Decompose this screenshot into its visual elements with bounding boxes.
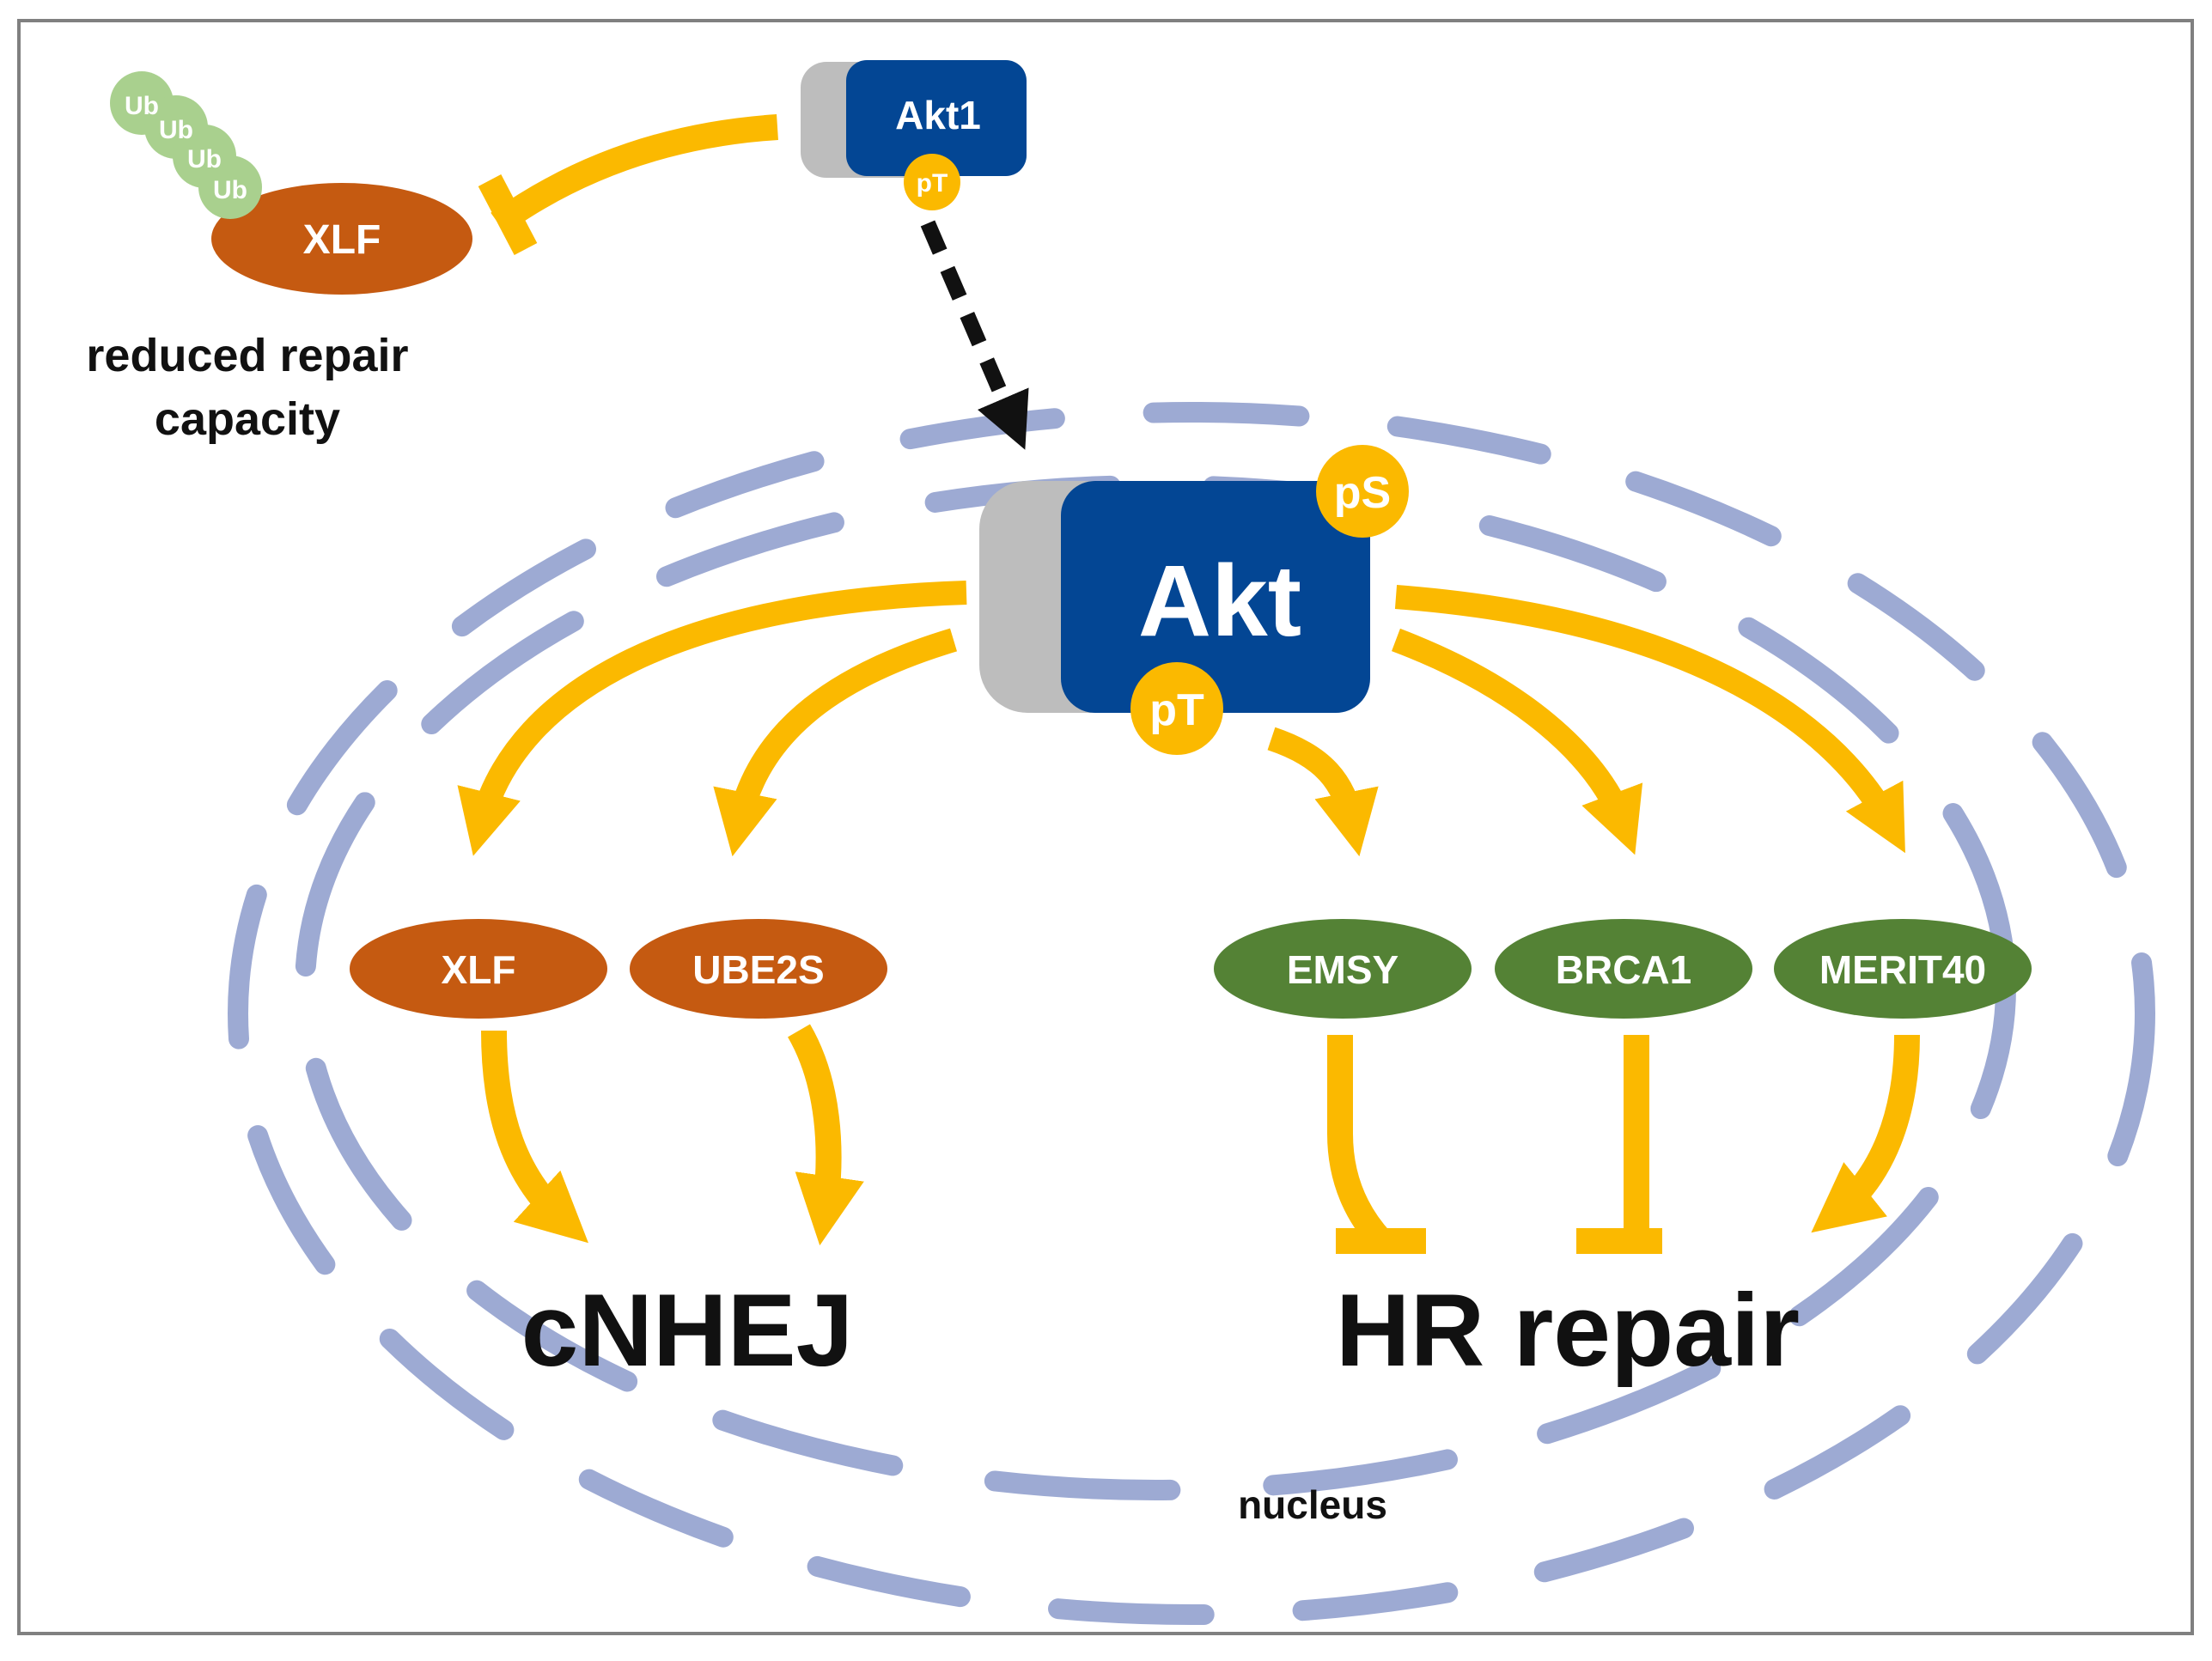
akt-phospho-t-badge [1130, 662, 1223, 755]
arrow-merit40-to-hr [1811, 1034, 1920, 1233]
ubiquitin-label-3: Ub [187, 145, 222, 173]
akt-phospho-s-badge [1316, 445, 1409, 538]
akt1-label: Akt1 [895, 93, 981, 137]
outcome-hr-repair: HR repair [1336, 1273, 1800, 1388]
arrow-akt-to-ube2s [713, 628, 958, 857]
akt-kinase: Akt pS pT [979, 445, 1409, 755]
ube2s-ellipse [630, 919, 887, 1019]
ubiquitin-4 [198, 155, 262, 219]
ube2s-label: UBE2S [692, 947, 824, 992]
arrow-xlf-to-cnhej [481, 1030, 588, 1244]
ubiquitinated-xlf: XLF Ub Ub Ub Ub [110, 71, 472, 295]
akt1-phospho-badge [904, 154, 960, 210]
akt1-body [846, 60, 1027, 176]
arrow-ube2s-to-cnhej [787, 1024, 864, 1246]
emsy-label: EMSY [1287, 947, 1398, 992]
akt1-inhibits-xlf [478, 114, 778, 255]
akt-phospho-t-label: pT [1149, 685, 1204, 735]
nucleus-outer-membrane [228, 402, 2155, 1625]
xlf-nucleus-ellipse [350, 919, 607, 1019]
caption-line-1: reduced repair [86, 330, 408, 381]
akt-label: Akt [1138, 545, 1301, 658]
xlf-cytoplasm-label: XLF [303, 217, 381, 263]
xlf-nucleus-label: XLF [442, 947, 516, 992]
ubiquitin-label-1: Ub [125, 92, 159, 120]
merit40-ellipse [1774, 919, 2032, 1019]
xlf-cytoplasm-ellipse [211, 183, 472, 295]
ubiquitin-label-2: Ub [159, 116, 193, 144]
akt-body [1061, 481, 1370, 713]
ubiquitin-label-4: Ub [213, 176, 247, 204]
hr-proteins: EMSY BRCA1 MERIT40 [1214, 919, 2032, 1019]
inhibition-arc [491, 114, 778, 234]
arrow-akt-to-xlf [457, 581, 967, 856]
arrow-akt-to-merit40 [1394, 585, 1905, 854]
akt1-phospho-label: pT [917, 169, 948, 198]
outcome-cnhej: cNHEJ [521, 1273, 854, 1388]
brca1-label: BRCA1 [1556, 947, 1691, 992]
arrow-akt-to-brca1 [1392, 628, 1643, 855]
akt1-kinase: Akt1 pT [801, 60, 1027, 210]
caption-line-2: capacity [155, 393, 340, 445]
nucleus-label: nucleus [1238, 1482, 1387, 1527]
arrow-akt-to-emsy [1267, 727, 1379, 857]
translocation-arrow [920, 220, 1029, 450]
inhibition-bar [478, 174, 538, 255]
akt-phospho-s-label: pS [1334, 468, 1391, 518]
brca1-ellipse [1495, 919, 1752, 1019]
outcome-effects [481, 1024, 1920, 1254]
akt-substrate-arrows [457, 581, 1905, 857]
cnhej-proteins: XLF UBE2S [350, 919, 887, 1019]
merit40-label: MERIT40 [1819, 947, 1986, 992]
emsy-ellipse [1214, 919, 1472, 1019]
